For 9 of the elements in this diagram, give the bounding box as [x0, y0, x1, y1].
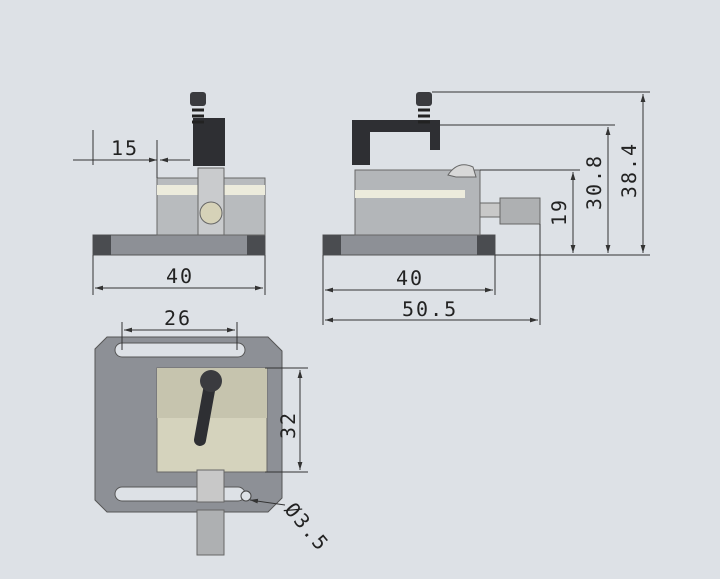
dimension-value: 40 — [396, 267, 424, 289]
dimension-value: 38.4 — [618, 142, 640, 198]
dimension-value: 15 — [111, 137, 140, 159]
dimension-value: 32 — [277, 410, 300, 440]
dimension-value: 50.5 — [402, 298, 458, 320]
dimension-value: 26 — [164, 307, 192, 329]
dimension-value: 30.8 — [583, 154, 606, 210]
dimension-value: 40 — [166, 265, 194, 287]
dimension-value: 19 — [548, 198, 570, 226]
